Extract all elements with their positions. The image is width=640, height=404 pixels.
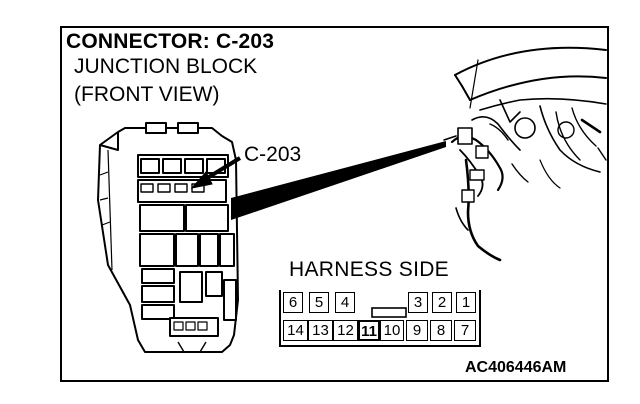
pin-cavity: 7	[454, 320, 476, 341]
location-wedge	[231, 141, 446, 220]
junction-block-illustration	[97, 122, 239, 353]
pin-cavity: 14	[283, 320, 308, 341]
pin-cavity: 12	[333, 320, 358, 341]
connector-title: CONNECTOR: C-203	[66, 30, 275, 53]
callout-arrow	[190, 156, 242, 189]
pin-cavity: 10	[380, 320, 404, 341]
harness-connector-outline	[279, 290, 481, 347]
figure-code: AC406446AM	[465, 359, 567, 376]
pin-cavity: 3	[408, 292, 428, 313]
pin-cavity: 1	[456, 292, 476, 313]
connector-callout-label: C-203	[244, 143, 302, 166]
pin-cavity: 2	[432, 292, 452, 313]
pin-cavity: 6	[283, 292, 303, 313]
pin-cavity: 4	[335, 292, 355, 313]
pin-cavity: 11	[358, 320, 380, 341]
pin-cavity: 5	[309, 292, 329, 313]
subtitle-line-1: JUNCTION BLOCK	[74, 55, 258, 78]
subtitle-line-2: (FRONT VIEW)	[74, 83, 220, 106]
harness-side-label: HARNESS SIDE	[289, 258, 449, 281]
pin-cavity: 13	[308, 320, 333, 341]
pin-cavity: 9	[406, 320, 428, 341]
pin-cavity: 8	[430, 320, 452, 341]
vehicle-dashboard-illustration	[443, 46, 607, 262]
